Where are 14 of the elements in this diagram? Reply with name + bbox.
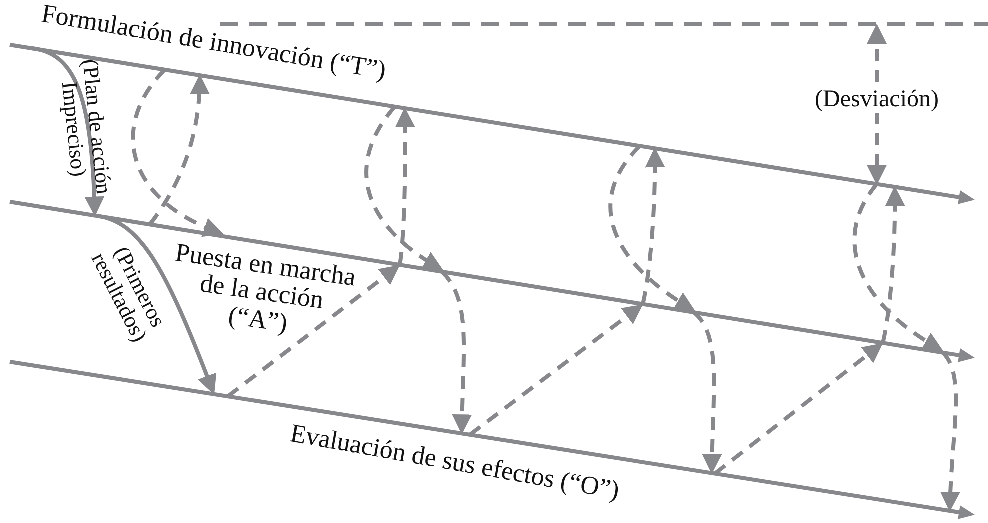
dashed-arrow — [148, 74, 210, 226]
dashed-arrow — [881, 186, 906, 344]
dashed-arrow — [440, 270, 472, 435]
track-label: Puesta en marcha de la acción (“A”) — [172, 238, 359, 340]
dashed-arrow — [641, 148, 666, 305]
dashed-arrow — [714, 343, 884, 476]
dashed-arrow — [131, 68, 224, 236]
edge-label: (Plan de acción Impreciso) — [56, 57, 118, 198]
dashed-arrow — [608, 144, 696, 312]
dashed-arrow — [226, 265, 400, 398]
dashed-arrow — [852, 183, 944, 352]
dashed-arrow — [364, 106, 444, 271]
dimension-label: (Desviación) — [813, 86, 941, 114]
track-label: Evaluación de sus efectos (“O”) — [288, 420, 622, 504]
